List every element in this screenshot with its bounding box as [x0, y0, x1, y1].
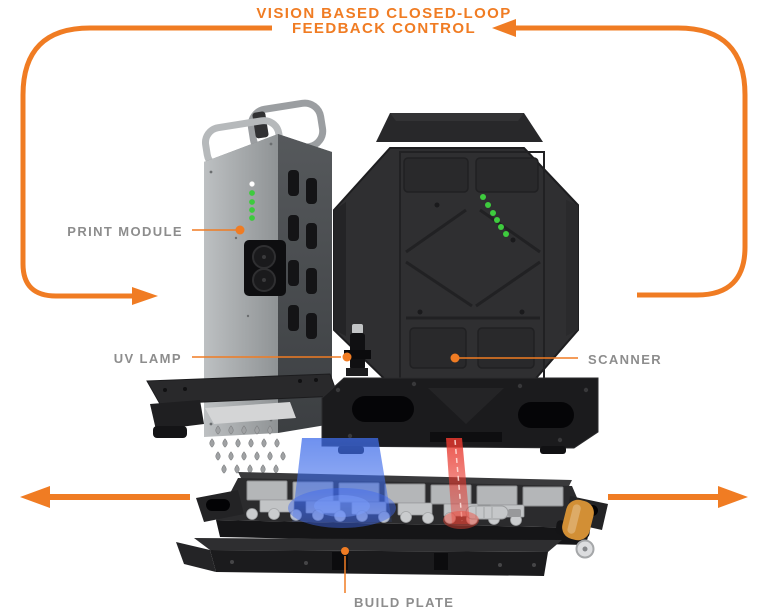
scanner-beam-glow — [443, 511, 479, 529]
base-light-sliver — [205, 402, 296, 424]
loop-arrowhead-to-title — [492, 19, 516, 37]
tray-left-slot — [206, 499, 230, 511]
loop-line-right — [515, 25, 748, 298]
scanner-left-bevel — [334, 202, 346, 336]
base-left-step — [150, 400, 204, 430]
base-rail-holes — [163, 378, 318, 392]
bracket-foot-right — [540, 446, 566, 454]
build-plate-graphic — [176, 438, 608, 576]
scanner-beam-red — [446, 438, 470, 524]
uv-lamp-leader-dot — [342, 352, 352, 362]
print-module-status-leds — [249, 181, 255, 221]
scanner-label: SCANNER — [588, 352, 663, 367]
platform-screws — [230, 560, 536, 567]
uv-beam-glow — [288, 488, 396, 528]
bracket-slot-left — [352, 396, 414, 422]
build-plate-label: BUILD PLATE — [354, 595, 455, 610]
tower-vent-slots — [288, 170, 317, 339]
scanner-leader-dot — [450, 353, 460, 363]
loop-arrowhead-to-print-module — [132, 287, 158, 305]
bracket-notch — [430, 432, 502, 442]
print-module-graphic — [201, 99, 332, 437]
tower-fan-grille — [244, 240, 286, 296]
build-plate-leader-dot — [341, 547, 349, 555]
diagram-title-line1: VISION BASED CLOSED-LOOP — [256, 5, 512, 22]
uv-beam-blue — [292, 438, 392, 522]
platform-front-face — [210, 550, 548, 576]
tower-side-panel — [278, 134, 332, 433]
scanner-beam-core — [454, 439, 463, 522]
print-module-label: PRINT MODULE — [67, 224, 183, 239]
loop-line-left — [20, 25, 272, 299]
scanner-status-leds — [480, 194, 509, 237]
base-left-foot — [153, 426, 187, 438]
label-leader-lines — [192, 225, 578, 593]
feedback-loop-arrows — [20, 19, 748, 508]
platform-groove-right — [434, 553, 448, 570]
tower-front-panel — [204, 134, 278, 437]
platform-top-face — [194, 538, 562, 552]
bracket-rib-pocket — [428, 388, 504, 424]
print-module-leader-dot — [235, 225, 245, 235]
machine-base-graphic — [146, 373, 599, 454]
uv-lamp-graphic — [344, 324, 371, 376]
bracket-screws — [335, 381, 589, 443]
platform-groove-left — [332, 552, 348, 570]
plate-motion-arrowhead-right — [718, 486, 748, 508]
scanner-panel-ribs — [399, 151, 545, 387]
platform-left-cap — [176, 542, 216, 572]
diagram-title: VISION BASED CLOSED-LOOP FEEDBACK CONTRO… — [0, 5, 768, 37]
uv-lamp-label: UV LAMP — [113, 351, 182, 366]
diagram-title-line2: FEEDBACK CONTROL — [291, 19, 477, 37]
bracket-slot-right — [518, 402, 574, 428]
scanner-panel-holes — [417, 202, 525, 315]
tower-screws — [209, 142, 273, 426]
scanner-right-bevel — [566, 200, 578, 336]
plate-motion-arrowhead-left — [20, 486, 50, 508]
uv-beam-glow-core — [314, 495, 370, 517]
roller-assembly — [555, 499, 595, 559]
scanner-top-box-highlight — [390, 113, 524, 121]
